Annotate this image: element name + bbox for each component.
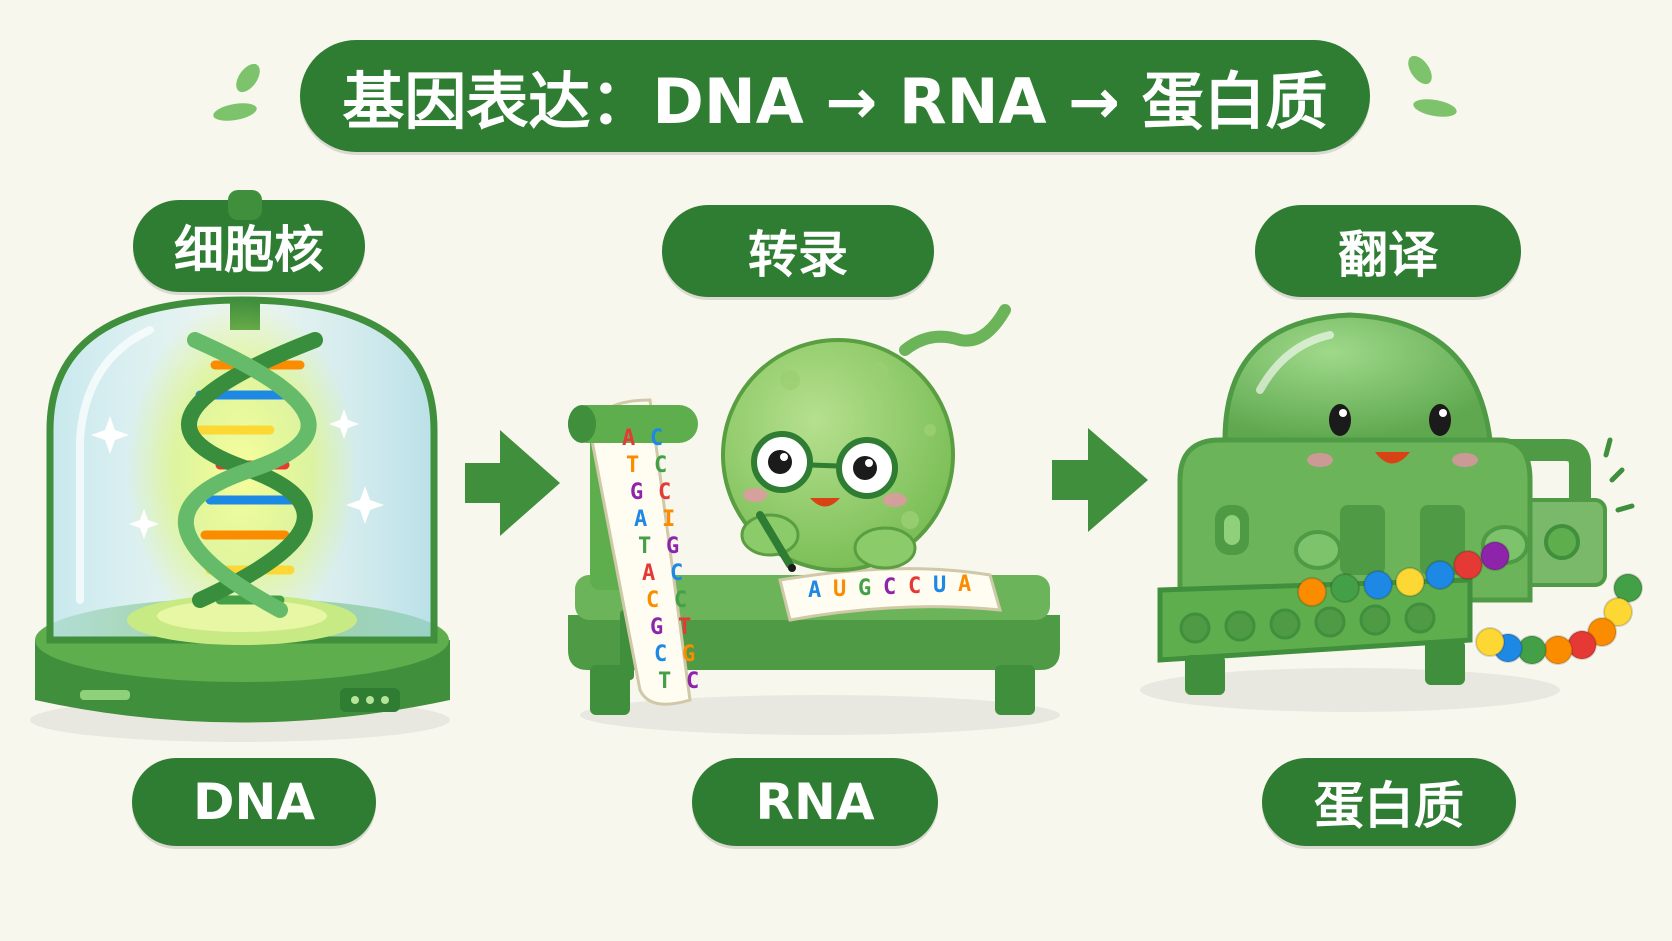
scroll-letter: C [674,588,687,613]
scroll-letter: C [658,480,671,505]
amino-acid-bead [1363,570,1393,600]
dna-helix-icon [177,332,323,618]
scroll-letter: I [662,507,675,532]
bead-chain-icon [1297,541,1643,665]
scroll-letter: A [622,426,635,451]
arrow-right-icon [465,430,560,536]
amino-acid-bead [1475,627,1505,657]
mrna-letter: U [933,573,946,598]
scroll-letter: T [626,453,639,478]
stage-label-transcription: 转录 [662,205,934,297]
amino-acid-bead [1543,635,1573,665]
scroll-letter: G [682,642,695,667]
amino-acid-bead [1425,560,1455,590]
mrna-letter: U [833,577,846,602]
scroll-letter: C [646,588,659,613]
scroll-letter: C [650,426,663,451]
output-label-dna: DNA [132,758,376,846]
arrow-right-icon [1052,428,1148,532]
stage-label-nucleus: 细胞核 [133,200,365,292]
mrna-letter: A [958,572,971,597]
scroll-letter: C [654,453,667,478]
amino-acid-bead [1297,577,1327,607]
scroll-letter: C [670,561,683,586]
scroll-letter: G [630,480,643,505]
scroll-letter: G [666,534,679,559]
amino-acid-bead [1613,573,1643,603]
mrna-letter: C [908,574,921,599]
scroll-letter: C [686,669,699,694]
output-label-rna: RNA [692,758,938,846]
scroll-letter: A [634,507,647,532]
scroll-letter: T [638,534,651,559]
mrna-letter: A [808,578,821,603]
amino-acid-bead [1603,597,1633,627]
scroll-letter: T [678,615,691,640]
page-title: 基因表达：DNA → RNA → 蛋白质 [300,40,1370,152]
amino-acid-bead [1395,567,1425,597]
scroll-letter: G [650,615,663,640]
amino-acid-bead [1587,617,1617,647]
scroll-letter: A [642,561,655,586]
ribosome-machine-icon [1140,312,1635,712]
scroll-icon [568,398,1003,706]
output-label-protein: 蛋白质 [1262,758,1516,846]
leaf-accent-icon [213,55,1457,121]
mrna-letter: G [858,576,871,601]
amino-acid-bead [1453,550,1483,580]
stage-label-translation: 翻译 [1255,205,1521,297]
sparkle-icon [91,409,384,539]
pen-icon [756,511,796,572]
amino-acid-bead [1330,573,1360,603]
scroll-letter: T [658,669,671,694]
mrna-letter: C [883,575,896,600]
amino-acid-bead [1480,541,1510,571]
cell-character-icon [721,304,1011,572]
scroll-letter: C [654,642,667,667]
